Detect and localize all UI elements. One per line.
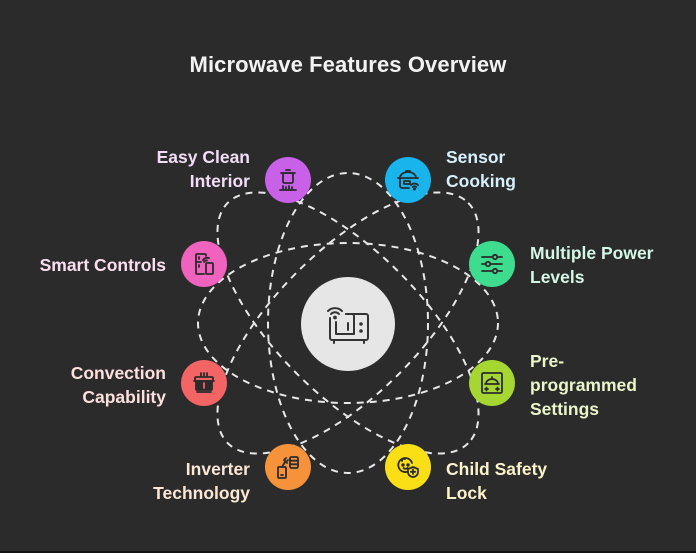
orbit-horizontal [197,242,499,404]
label-multiple-power-levels: Multiple Power Levels [530,241,653,289]
label-line: programmed [530,375,637,395]
label-easy-clean-interior: Easy Clean Interior [157,145,250,193]
phone-plug-battery-icon [277,456,299,479]
label-line: Sensor [446,147,506,167]
label-line: Pre- [530,351,565,371]
label-sensor-cooking: Sensor Cooking [446,145,516,193]
label-line: Levels [530,267,585,287]
node-smart-controls[interactable] [181,241,227,287]
label-pre-programmed-settings: Pre- programmed Settings [530,349,637,421]
node-inverter-technology[interactable] [265,444,311,490]
label-line: Child Safety [446,459,548,479]
node-convection-capability[interactable] [181,360,227,406]
sliders-icon [481,253,503,275]
label-line: Technology [153,483,250,503]
label-line: Settings [530,399,600,419]
smart-microwave-icon [327,307,369,344]
smart-appliance-phone-icon [195,253,214,275]
label-line: Smart Controls [39,255,166,275]
node-sensor-cooking[interactable] [385,157,431,203]
orbit-vertical [267,172,429,474]
bottom-edge [0,551,696,553]
label-line: Convection [70,363,166,383]
orbit-diagonal-a [216,191,480,455]
label-inverter-technology: Inverter Technology [153,457,250,505]
diagram-title: Microwave Features Overview [189,52,507,77]
orbit-diagonal-b [216,191,480,455]
label-line: Inverter [185,459,250,479]
label-line: Easy Clean [156,147,250,167]
cooking-pot-icon [279,169,297,191]
baby-shield-icon [397,457,419,478]
label-convection-capability: Convection Capability [71,361,166,409]
label-line: Lock [446,483,487,503]
label-line: Cooking [446,171,516,191]
label-line: Interior [189,171,250,191]
node-easy-clean-interior[interactable] [265,157,311,203]
smart-cooker-icon [397,170,419,191]
label-line: Capability [82,387,166,407]
label-line: Multiple Power [530,243,654,263]
node-child-safety-lock[interactable] [385,444,431,490]
center-hub [301,277,395,371]
label-child-safety-lock: Child Safety Lock [446,457,547,505]
node-multiple-power-levels[interactable] [469,241,515,287]
dish-cloche-icon [481,372,503,394]
oven-tray-icon [193,372,215,393]
label-smart-controls: Smart Controls [40,253,166,277]
node-pre-programmed-settings[interactable] [469,360,515,406]
